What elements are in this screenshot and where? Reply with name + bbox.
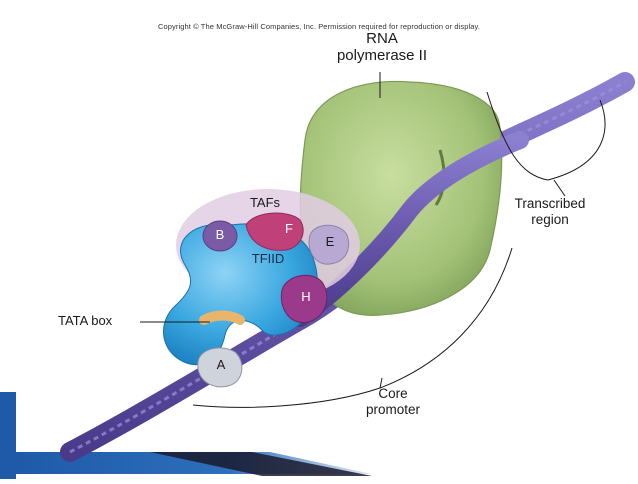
rna-polymerase-line1: RNA [366, 30, 398, 47]
rna-polymerase-label: RNA polymerase II [322, 30, 442, 65]
rna-polymerase-line2: polymerase II [336, 47, 428, 65]
tata-box-label: TATA box [58, 313, 113, 328]
copyright-notice: Copyright © The McGraw-Hill Companies, I… [157, 22, 481, 31]
factor-f-shape [245, 212, 304, 251]
transcribed-line1: Transcribed [514, 196, 586, 211]
factor-h-label: H [301, 289, 311, 304]
pointer-lines [140, 72, 606, 408]
core-promoter-label: Core promoter [348, 386, 438, 417]
factor-h-shape [280, 274, 328, 324]
tafs-label: TAFs [249, 195, 281, 210]
factor-f-label: F [285, 221, 293, 236]
tata-box-shape [199, 310, 245, 325]
factor-a-shape [197, 347, 243, 388]
factor-b-label: B [215, 227, 225, 242]
factor-a-label: A [216, 357, 226, 372]
dna-front-segment [291, 131, 529, 327]
core-line1: Core [378, 386, 408, 401]
factor-e-label: E [325, 234, 335, 249]
slide-accent [0, 392, 372, 479]
transcribed-region-label: Transcribed region [490, 196, 610, 227]
core-line2: promoter [365, 401, 421, 417]
tfiid-label: TFIID [251, 251, 285, 266]
transcribed-line2: region [531, 211, 569, 227]
factor-b-shape [202, 220, 238, 252]
factor-e-shape [308, 224, 350, 265]
